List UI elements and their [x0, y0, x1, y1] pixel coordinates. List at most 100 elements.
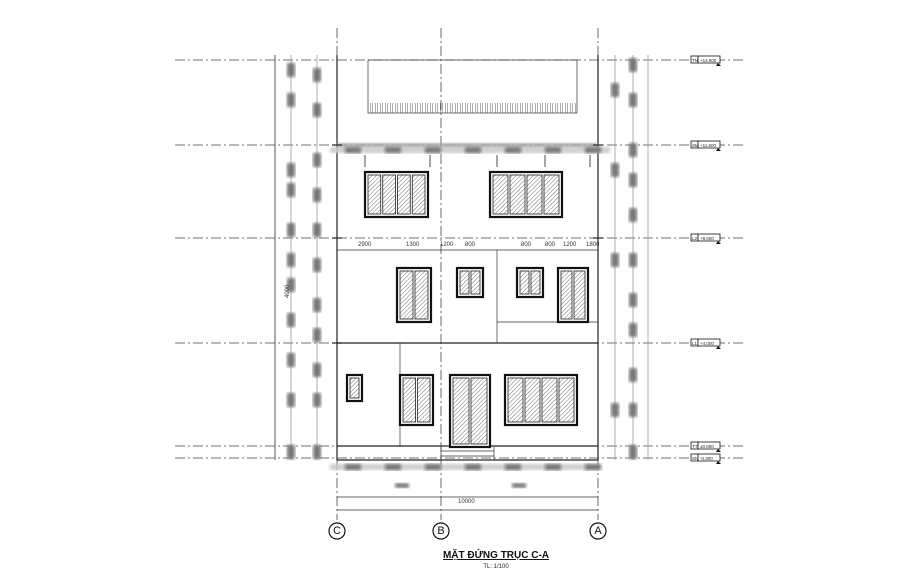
level-value: +14.800: [700, 58, 717, 63]
window-pane: [402, 377, 416, 423]
level-code: TT: [692, 444, 698, 449]
dimension-value-blurred: [287, 393, 295, 407]
window-pane: [397, 174, 411, 215]
window: [398, 373, 435, 427]
dimension-texts: 2900 1300 1200 800 800 800 1200 1800 400…: [285, 242, 600, 505]
dim-text: 800: [521, 242, 532, 248]
level-marker: L2+8.000: [690, 233, 721, 244]
dimension-value-blurred: [465, 464, 481, 470]
level-code: SM: [692, 143, 699, 148]
dimension-value-blurred: [385, 464, 401, 470]
dimension-value-blurred: [345, 464, 361, 470]
window-pane: [349, 377, 360, 399]
window-pane: [524, 377, 541, 423]
floor-band-3: [337, 143, 598, 148]
dimension-value-blurred: [287, 223, 295, 237]
dimension-value-blurred: [313, 363, 321, 377]
window-pane: [367, 174, 382, 215]
drawing-scale: TL: 1/100: [483, 564, 509, 570]
level-marker: TT±0.000: [690, 441, 721, 452]
level-code: SN: [692, 456, 698, 461]
dimension-value-blurred: [287, 253, 295, 267]
dimension-value-blurred: [425, 147, 441, 153]
dimension-value-blurred: [287, 183, 295, 197]
level-code: TN: [692, 58, 698, 63]
axis-label-a: A: [594, 525, 602, 537]
level-marker: L1+4.000: [690, 338, 721, 349]
window: [488, 170, 564, 219]
dimension-value-blurred: [629, 173, 637, 187]
dimension-value-blurred: [313, 188, 321, 202]
dim-text: 800: [545, 242, 556, 248]
dimension-value-blurred: [611, 83, 619, 97]
dimension-value-blurred: [287, 63, 295, 77]
axis-markers: C B A: [328, 522, 607, 540]
level-marker: SM+11.600: [690, 140, 721, 151]
roof-tiles: [368, 103, 577, 113]
dimension-value-blurred: [313, 258, 321, 272]
window-pane: [573, 270, 586, 320]
dimension-value-blurred: [629, 445, 637, 459]
dimension-value-blurred: [611, 163, 619, 177]
level-marker: TN+14.800: [690, 55, 721, 66]
dimension-value-blurred: [585, 464, 601, 470]
dimension-value-blurred: [287, 163, 295, 177]
window: [345, 373, 364, 403]
drawing-title: MẶT ĐỨNG TRỤC C-A: [443, 548, 549, 561]
dimension-value-blurred: [287, 313, 295, 327]
window-pane: [543, 174, 560, 215]
dimension-value-blurred: [385, 147, 401, 153]
window-pane: [470, 270, 481, 295]
dimension-value-blurred: [545, 147, 561, 153]
window-pane: [526, 174, 543, 215]
window-pane: [382, 174, 396, 215]
level-markers: TN+14.800SM+11.600L2+8.000L1+4.000TT±0.0…: [690, 55, 721, 464]
window-pane: [560, 270, 573, 320]
dimension-value-blurred: [313, 298, 321, 312]
dimension-value-blurred: [629, 403, 637, 417]
dimension-value-blurred: [287, 353, 295, 367]
dimension-value-blurred: [313, 103, 321, 117]
level-code: L1: [692, 341, 698, 346]
level-value: -0.300: [700, 456, 713, 461]
level-marker: SN-0.300: [690, 453, 721, 464]
dimension-value-blurred: [629, 143, 637, 157]
dimension-value-blurred: [313, 223, 321, 237]
dimension-value-blurred: [629, 293, 637, 307]
window-pane: [530, 270, 541, 295]
dimension-value-blurred: [313, 445, 321, 459]
window-pane: [519, 270, 530, 295]
dimension-value-blurred: [313, 153, 321, 167]
dimension-value-blurred: [287, 278, 295, 292]
window-pane: [492, 174, 509, 215]
dimension-value-blurred: [313, 328, 321, 342]
windows: [345, 170, 590, 449]
window: [448, 373, 492, 449]
level-code: L2: [692, 236, 698, 241]
dimension-value-blurred: [512, 483, 526, 488]
window-pane: [541, 377, 558, 423]
dim-text: 800: [465, 242, 476, 248]
dimension-value-blurred: [287, 93, 295, 107]
dim-text: 2900: [358, 242, 372, 248]
dimension-value-blurred: [313, 68, 321, 82]
window: [363, 170, 430, 219]
dim-text: 1800: [586, 242, 600, 248]
window-pane: [417, 377, 431, 423]
window-pane: [470, 377, 488, 445]
window-pane: [414, 270, 429, 320]
dim-text-bottom-overall: 10000: [458, 499, 475, 505]
dimension-value-blurred: [465, 147, 481, 153]
dimension-value-blurred: [505, 464, 521, 470]
window-pane: [452, 377, 470, 445]
window-pane: [459, 270, 470, 295]
axis-label-b: B: [437, 525, 444, 537]
dimension-value-blurred: [629, 58, 637, 72]
window-pane: [411, 174, 426, 215]
dimension-value-blurred: [611, 403, 619, 417]
dimension-value-blurred: [287, 445, 295, 459]
dimension-value-blurred: [345, 147, 361, 153]
dimension-chains: [274, 55, 649, 511]
level-value: +8.000: [700, 236, 714, 241]
